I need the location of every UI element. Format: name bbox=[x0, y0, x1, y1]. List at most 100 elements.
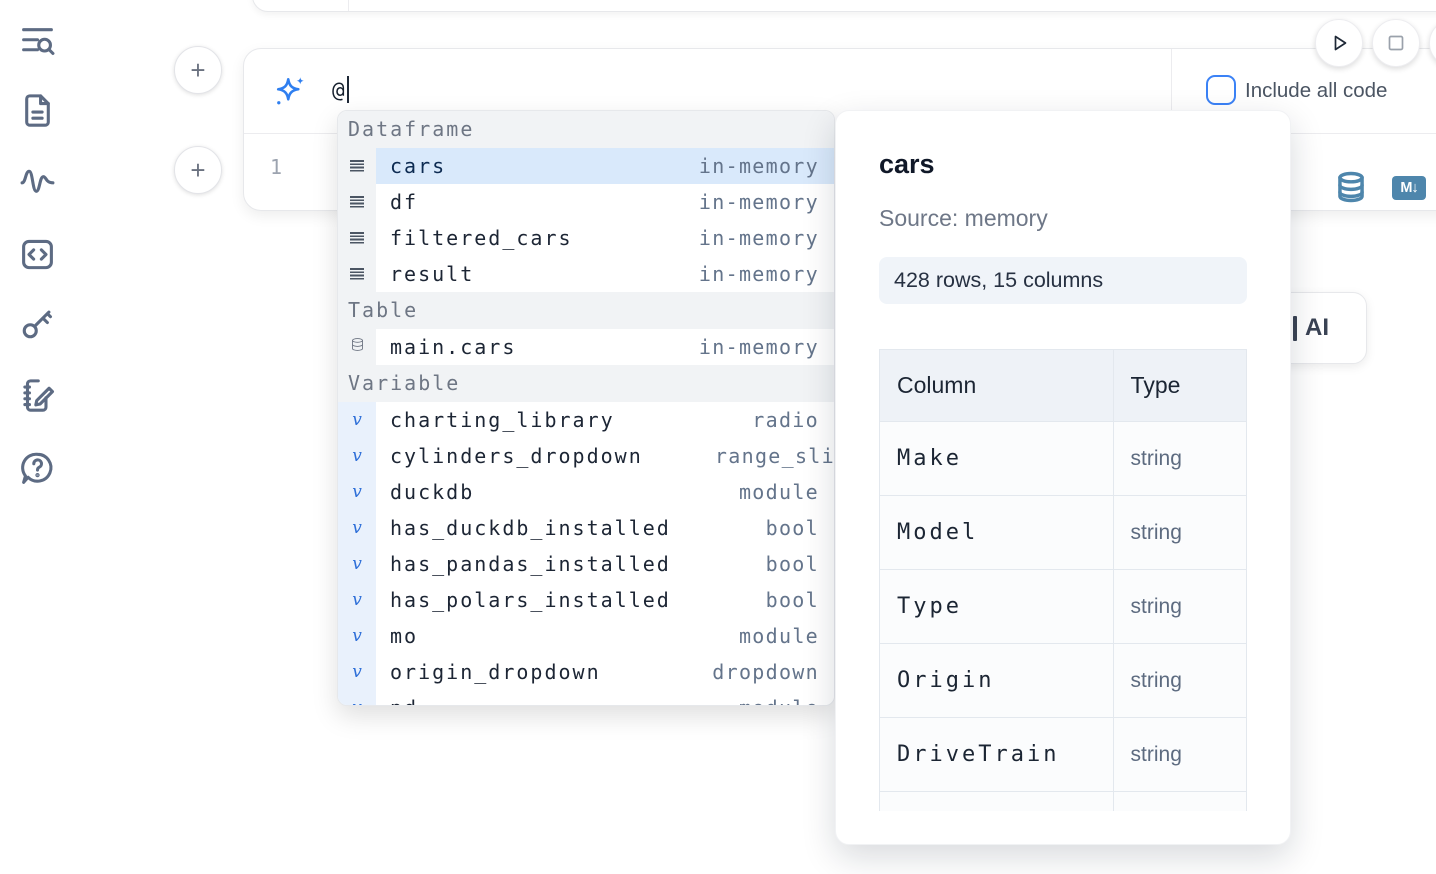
preview-title: cars bbox=[879, 149, 935, 179]
ai-prompt-input[interactable]: @ bbox=[332, 76, 349, 103]
item-type: in-memory bbox=[698, 335, 819, 359]
schema-column-name: Type bbox=[879, 569, 1114, 644]
help-chat-icon[interactable] bbox=[17, 448, 57, 488]
variable-icon: v bbox=[352, 482, 362, 502]
run-cell-button[interactable] bbox=[1315, 19, 1363, 67]
toc-search-icon[interactable] bbox=[17, 20, 57, 60]
clipped-glyph bbox=[1293, 315, 1297, 341]
add-cell-button-top[interactable]: + bbox=[174, 46, 222, 94]
code-block-icon[interactable] bbox=[17, 234, 57, 274]
item-name: result bbox=[390, 262, 475, 286]
variable-icon: v bbox=[352, 626, 362, 646]
item-name: cars bbox=[390, 154, 447, 178]
item-name: has_pandas_installed bbox=[390, 552, 671, 576]
dataframe-preview-panel: cars Source: memory 428 rows, 15 columns… bbox=[835, 110, 1291, 845]
prompt-input-value: @ bbox=[332, 77, 346, 102]
item-name: mo bbox=[390, 624, 419, 648]
item-name: origin_dropdown bbox=[390, 660, 601, 684]
shape-badge: 428 rows, 15 columns bbox=[879, 257, 1247, 304]
item-name: main.cars bbox=[390, 335, 517, 359]
variable-icon: v bbox=[352, 590, 362, 610]
item-name: df bbox=[390, 190, 419, 214]
schema-row-partial bbox=[879, 791, 1247, 811]
include-all-code-label: Include all code bbox=[1245, 79, 1388, 102]
activity-icon[interactable] bbox=[17, 160, 57, 200]
autocomplete-item[interactable]: cars in-memory bbox=[338, 148, 834, 184]
schema-column-type: string bbox=[1112, 569, 1247, 644]
item-name: pd bbox=[390, 696, 418, 705]
variable-icon: v bbox=[352, 698, 362, 705]
autocomplete-item[interactable]: df in-memory bbox=[338, 184, 834, 220]
autocomplete-group-header: Table bbox=[338, 292, 834, 329]
item-type: module bbox=[738, 480, 819, 504]
variable-icon: v bbox=[352, 518, 362, 538]
autocomplete-item[interactable]: v has_polars_installed bool bbox=[338, 582, 834, 618]
variable-icon: v bbox=[352, 662, 362, 682]
variable-icon: v bbox=[352, 554, 362, 574]
schema-column-type: string bbox=[1112, 643, 1247, 718]
scratchpad-icon[interactable] bbox=[17, 375, 57, 415]
autocomplete-item[interactable]: filtered_cars in-memory bbox=[338, 220, 834, 256]
add-cell-button-bottom[interactable]: + bbox=[174, 146, 222, 194]
item-type: dropdown bbox=[712, 660, 819, 684]
variable-icon: v bbox=[352, 410, 362, 430]
autocomplete-item[interactable]: v mo module bbox=[338, 618, 834, 654]
ai-button-label: AI bbox=[1305, 314, 1329, 341]
item-name: duckdb bbox=[390, 480, 475, 504]
previous-cell bbox=[252, 0, 1436, 12]
item-name: filtered_cars bbox=[390, 226, 573, 250]
schema-column-type: string bbox=[1112, 421, 1247, 496]
variable-icon: v bbox=[352, 446, 362, 466]
dataframe-icon bbox=[350, 232, 364, 244]
item-type: in-memory bbox=[698, 154, 819, 178]
schema-column-name: DriveTrain bbox=[879, 717, 1114, 792]
item-name: has_duckdb_installed bbox=[390, 516, 671, 540]
item-type: module bbox=[738, 624, 819, 648]
key-icon[interactable] bbox=[17, 303, 57, 343]
schema-column-type: string bbox=[1112, 717, 1247, 792]
autocomplete-item[interactable]: main.cars in-memory bbox=[338, 329, 834, 365]
dataframe-icon bbox=[350, 160, 364, 172]
schema-column-name: Model bbox=[879, 495, 1114, 570]
autocomplete-group-header: Dataframe bbox=[338, 111, 834, 148]
autocomplete-item[interactable]: v duckdb module bbox=[338, 474, 834, 510]
previous-cell-divider bbox=[348, 0, 349, 11]
dataframe-icon bbox=[350, 268, 364, 280]
item-name: charting_library bbox=[390, 408, 615, 432]
text-caret bbox=[346, 76, 349, 103]
schema-column-name: Make bbox=[879, 421, 1114, 496]
autocomplete-item[interactable]: v origin_dropdown dropdown bbox=[338, 654, 834, 690]
line-number: 1 bbox=[270, 155, 285, 179]
schema-column-type: string bbox=[1112, 495, 1247, 570]
cell-divider-vertical bbox=[1171, 49, 1172, 133]
ai-sparkle-icon bbox=[276, 77, 304, 105]
table-icon bbox=[350, 337, 365, 357]
database-icon[interactable] bbox=[1335, 171, 1367, 203]
preview-source: Source: memory bbox=[879, 205, 1048, 231]
schema-header-cell: Type bbox=[1112, 349, 1247, 422]
item-type: bool bbox=[765, 588, 819, 612]
markdown-convert-icon[interactable]: M↓ bbox=[1392, 176, 1426, 200]
item-name: has_polars_installed bbox=[390, 588, 671, 612]
schema-header-cell: Column bbox=[879, 349, 1114, 422]
item-type: in-memory bbox=[698, 190, 819, 214]
include-all-code-checkbox[interactable] bbox=[1206, 75, 1236, 105]
autocomplete-group-header: Variable bbox=[338, 365, 834, 402]
autocomplete-item[interactable]: vpdmodule bbox=[338, 690, 834, 705]
file-icon[interactable] bbox=[17, 90, 57, 130]
item-name: cylinders_dropdown bbox=[390, 444, 643, 468]
item-type: in-memory bbox=[698, 226, 819, 250]
stop-button[interactable] bbox=[1372, 19, 1420, 67]
